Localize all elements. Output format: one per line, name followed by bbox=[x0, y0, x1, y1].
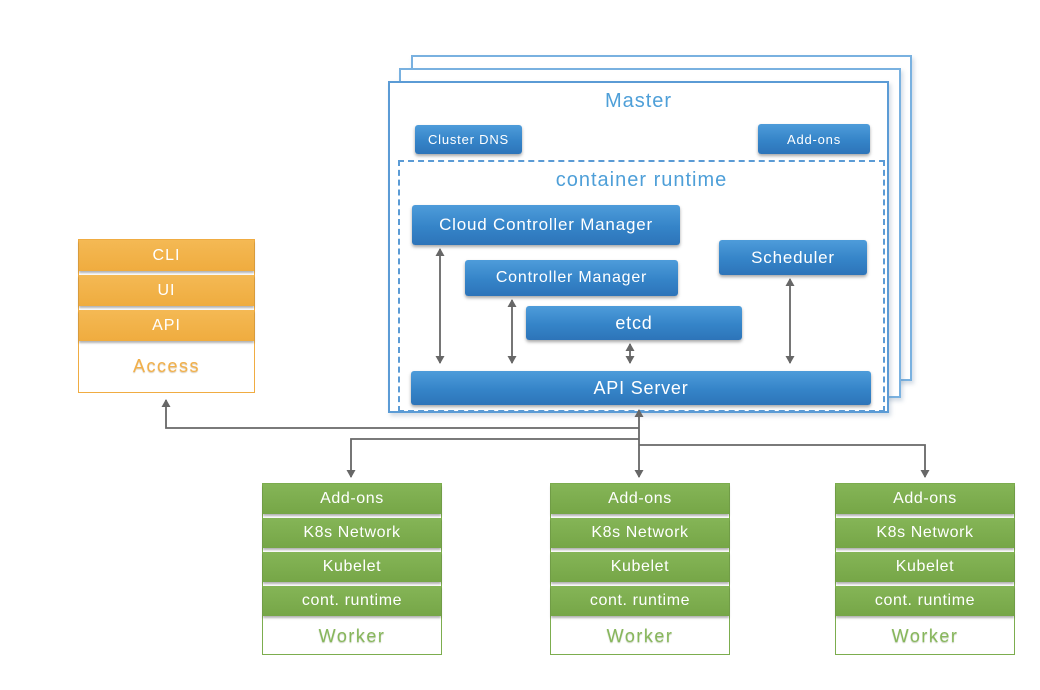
worker-2-cont-runtime-label: cont. runtime bbox=[589, 592, 691, 609]
worker-2-kubelet-label: Kubelet bbox=[610, 558, 670, 575]
worker-1-cont-runtime-label: cont. runtime bbox=[301, 592, 403, 609]
master-title: Master bbox=[604, 90, 673, 112]
worker-2-kubelet-row: Kubelet bbox=[551, 552, 729, 582]
access-item-api: API bbox=[79, 310, 254, 341]
etcd-label: etcd bbox=[615, 312, 653, 333]
master-addons-label: Add-ons bbox=[786, 131, 842, 147]
worker-node-2: Add-ons K8s Network Kubelet cont. runtim… bbox=[550, 483, 730, 655]
arrow-apiserver-worker-1 bbox=[346, 438, 639, 478]
worker-1-addons-row: Add-ons bbox=[263, 484, 441, 514]
scheduler-box: Scheduler bbox=[719, 240, 867, 275]
access-panel-title: Access bbox=[132, 356, 201, 376]
api-server-box: API Server bbox=[411, 371, 871, 405]
container-runtime-title: container runtime bbox=[555, 169, 728, 191]
cluster-dns-label: Cluster DNS bbox=[427, 132, 510, 147]
worker-2-cont-runtime-row: cont. runtime bbox=[551, 586, 729, 616]
worker-2-addons-row: Add-ons bbox=[551, 484, 729, 514]
controller-manager-box: Controller Manager bbox=[465, 260, 678, 296]
worker-3-addons-row: Add-ons bbox=[836, 484, 1014, 514]
access-item-ui-label: UI bbox=[157, 281, 176, 299]
arrow-apiserver-worker-3 bbox=[639, 444, 930, 478]
worker-1-cont-runtime-row: cont. runtime bbox=[263, 586, 441, 616]
worker-2-addons-label: Add-ons bbox=[608, 490, 672, 507]
controller-manager-label: Controller Manager bbox=[495, 269, 648, 286]
worker-1-addons-label: Add-ons bbox=[320, 490, 384, 507]
worker-1-kubelet-label: Kubelet bbox=[322, 558, 382, 575]
access-item-api-label: API bbox=[152, 316, 181, 334]
access-item-cli: CLI bbox=[79, 240, 254, 271]
worker-3-kubelet-row: Kubelet bbox=[836, 552, 1014, 582]
worker-3-k8s-network-row: K8s Network bbox=[836, 518, 1014, 548]
worker-1-kubelet-row: Kubelet bbox=[263, 552, 441, 582]
cloud-controller-manager-label: Cloud Controller Manager bbox=[439, 215, 653, 234]
worker-3-title: Worker bbox=[891, 625, 959, 646]
scheduler-label: Scheduler bbox=[751, 247, 835, 267]
worker-2-k8s-network-label: K8s Network bbox=[591, 524, 689, 541]
worker-2-title: Worker bbox=[606, 625, 674, 646]
worker-3-kubelet-label: Kubelet bbox=[895, 558, 955, 575]
worker-1-k8s-network-row: K8s Network bbox=[263, 518, 441, 548]
worker-2-k8s-network-row: K8s Network bbox=[551, 518, 729, 548]
access-item-ui: UI bbox=[79, 275, 254, 306]
worker-3-cont-runtime-row: cont. runtime bbox=[836, 586, 1014, 616]
worker-3-addons-label: Add-ons bbox=[893, 490, 957, 507]
cluster-dns-box: Cluster DNS bbox=[415, 125, 522, 154]
master-node-box: Master Cluster DNS Add-ons container run… bbox=[388, 81, 889, 413]
access-panel: CLI UI API Access bbox=[78, 239, 255, 393]
worker-node-1: Add-ons K8s Network Kubelet cont. runtim… bbox=[262, 483, 442, 655]
worker-node-3: Add-ons K8s Network Kubelet cont. runtim… bbox=[835, 483, 1015, 655]
access-item-cli-label: CLI bbox=[152, 246, 181, 264]
worker-1-title: Worker bbox=[318, 625, 386, 646]
worker-1-k8s-network-label: K8s Network bbox=[303, 524, 401, 541]
worker-3-cont-runtime-label: cont. runtime bbox=[874, 592, 976, 609]
api-server-label: API Server bbox=[593, 377, 689, 398]
etcd-box: etcd bbox=[526, 306, 742, 340]
worker-3-k8s-network-label: K8s Network bbox=[876, 524, 974, 541]
master-addons-box: Add-ons bbox=[758, 124, 870, 154]
container-runtime-box: container runtime Cloud Controller Manag… bbox=[398, 160, 885, 412]
cloud-controller-manager-box: Cloud Controller Manager bbox=[412, 205, 680, 245]
